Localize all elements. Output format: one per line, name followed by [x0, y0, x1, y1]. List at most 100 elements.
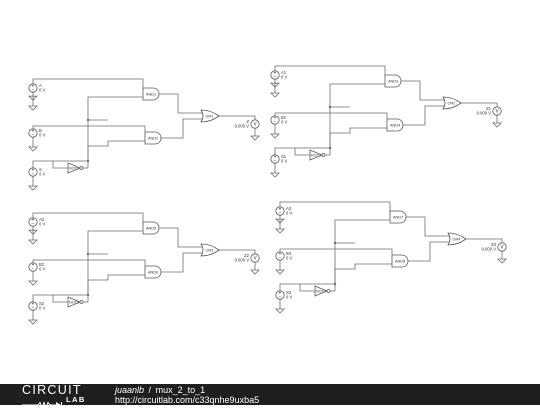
voltage-source[interactable]: +−B0 V [28, 128, 46, 139]
footer-bar: CIRCUIT LAB juaanlb / mux_2_to_1 http://… [0, 383, 540, 409]
junction-dot [333, 282, 337, 286]
voltmeter[interactable]: VZ0.000 V [235, 119, 260, 129]
ground-icon [250, 269, 260, 275]
source-name: S2 [39, 301, 45, 306]
wire [161, 118, 203, 139]
minus-sign: − [32, 87, 35, 93]
minus-sign: − [32, 266, 35, 272]
source-value: 0 V [281, 74, 287, 79]
mux-circuit: +−A0 V+−B0 V+−S0 VAND1AND2OR1NOT1VZ0.000… [28, 78, 260, 191]
or-gate-label: OR4 [453, 238, 461, 242]
not-gate[interactable]: NOT2 [309, 149, 326, 161]
and-gate[interactable]: AND8 [391, 254, 409, 268]
minus-sign: − [279, 210, 282, 216]
voltage-source[interactable]: +−B20 V [28, 262, 46, 273]
source-value: 0 V [39, 87, 45, 92]
and-gate[interactable]: AND4 [386, 118, 404, 132]
meter-reading: 0.000 V [235, 258, 250, 263]
ground-icon [492, 122, 502, 128]
voltage-source[interactable]: +−B10 V [270, 115, 288, 126]
and-gate-symbol [384, 74, 402, 88]
and-gate[interactable]: AND7 [389, 210, 407, 224]
and-gate-symbol [142, 87, 160, 101]
junction-dot [86, 293, 90, 297]
plus-sign: + [32, 128, 35, 134]
not-gate[interactable]: NOT4 [314, 285, 331, 297]
voltage-source[interactable]: +−S10 V [270, 154, 288, 165]
project-title[interactable]: mux_2_to_1 [155, 385, 206, 395]
ground-icon [270, 92, 280, 98]
not-gate-bubble [79, 166, 84, 170]
and-gate[interactable]: AND6 [144, 265, 162, 279]
junction-dot [328, 105, 332, 109]
junction-dot [86, 159, 90, 163]
or-gate[interactable]: OR3 [200, 243, 220, 257]
source-value: 0 V [286, 210, 292, 215]
and-gate[interactable]: AND1 [142, 87, 160, 101]
junction-dot [333, 241, 337, 245]
wire [32, 259, 146, 269]
not-gate-label: NOT1 [69, 166, 79, 170]
wire [329, 83, 385, 107]
voltage-source[interactable]: +−S0 V [28, 167, 46, 178]
voltage-source[interactable]: +−S30 V [275, 290, 293, 301]
meter-name: Z2 [244, 253, 250, 258]
or-gate[interactable]: OR2 [442, 96, 462, 110]
wire [52, 295, 68, 303]
and-gate[interactable]: AND2 [144, 131, 162, 145]
not-gate[interactable]: NOT1 [67, 162, 84, 174]
source-name: A [39, 83, 42, 88]
minus-sign: − [274, 158, 277, 164]
and-gate-label: AND4 [390, 124, 400, 128]
circuitlab-logo[interactable]: CIRCUIT LAB [22, 383, 102, 409]
wire [334, 263, 392, 291]
ground-icon [497, 258, 507, 264]
wire [32, 78, 144, 91]
and-gate[interactable]: AND5 [142, 221, 160, 235]
project-url[interactable]: http://circuitlab.com/c33qnhe9uxba5 [115, 395, 260, 405]
and-gate-label: AND1 [146, 93, 156, 97]
minus-sign: − [279, 294, 282, 300]
plus-sign: + [279, 251, 282, 257]
plus-sign: + [32, 83, 35, 89]
wire [329, 127, 387, 155]
and-gate-label: AND5 [146, 227, 156, 231]
voltage-source[interactable]: +−A30 V [275, 206, 293, 217]
minus-sign: − [32, 171, 35, 177]
logo-text-top: CIRCUIT [22, 383, 82, 397]
not-gate-bubble [326, 289, 331, 293]
not-gate[interactable]: NOT3 [67, 296, 84, 308]
or-gate[interactable]: OR4 [447, 232, 467, 246]
and-gate-label: AND8 [395, 260, 405, 264]
meter-name: Z1 [486, 106, 492, 111]
meter-reading: 0.000 V [482, 247, 497, 252]
author-link[interactable]: juaanlb [115, 385, 145, 395]
wire [87, 230, 143, 254]
ground-icon [28, 239, 38, 245]
wire [161, 252, 203, 273]
voltage-source-icon [275, 206, 285, 216]
or-gate-label: OR3 [206, 249, 214, 253]
or-gate[interactable]: OR1 [200, 109, 220, 123]
plus-sign: + [279, 206, 282, 212]
voltage-source[interactable]: +−B30 V [275, 251, 293, 262]
plus-sign: + [32, 262, 35, 268]
wire [274, 107, 331, 155]
and-gate[interactable]: AND3 [384, 74, 402, 88]
voltage-source[interactable]: +−A20 V [28, 217, 46, 228]
voltage-source[interactable]: +−A10 V [270, 70, 288, 81]
wire [219, 115, 256, 120]
voltmeter-symbol: V [253, 256, 257, 262]
voltage-source[interactable]: +−A0 V [28, 83, 46, 94]
plus-sign: + [32, 301, 35, 307]
wire [274, 65, 386, 78]
voltmeter-symbol: V [500, 245, 504, 251]
wire [406, 216, 450, 237]
project-meta: juaanlb / mux_2_to_1 http://circuitlab.c… [115, 385, 259, 405]
voltage-source[interactable]: +−S20 V [28, 301, 46, 312]
